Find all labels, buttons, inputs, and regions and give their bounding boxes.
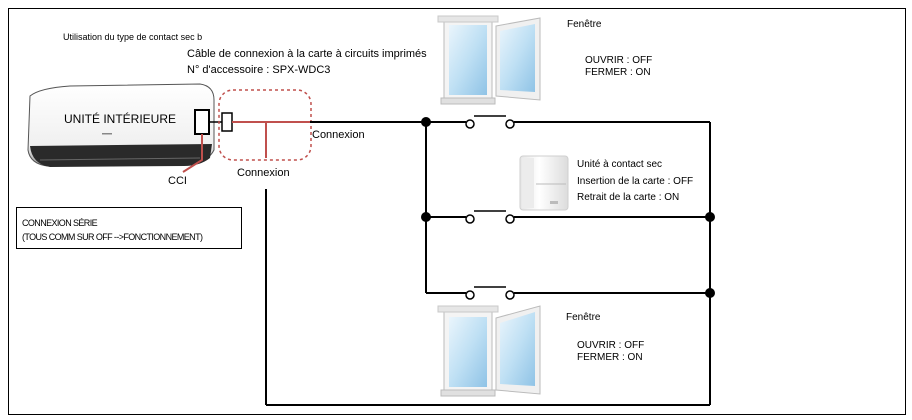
window-top-title: Fenêtre (567, 19, 602, 30)
wiring (265, 121, 711, 406)
indoor-unit-icon (27, 83, 215, 167)
dry-contact-title: Unité à contact sec (577, 159, 663, 170)
cci-connector (194, 109, 210, 135)
note-line-2: (TOUS COMM SUR OFF -->FONCTIONNEMENT) (22, 232, 203, 242)
cable-plug (221, 112, 233, 132)
connexion-label-bottom: Connexion (237, 167, 290, 179)
window-top-open: OUVRIR : OFF (585, 55, 653, 66)
dry-contact-unit-icon (519, 155, 569, 211)
cci-pointer (182, 134, 203, 173)
accessory-number-label: N° d'accessoire : SPX-WDC3 (187, 64, 331, 76)
window-bottom-close: FERMER : ON (577, 352, 643, 363)
switch-top (465, 115, 515, 129)
window-bottom-open: OUVRIR : OFF (577, 340, 645, 351)
cable-label: Câble de connexion à la carte à circuits… (187, 48, 427, 60)
connexion-label-right: Connexion (312, 129, 365, 141)
switch-bottom (465, 286, 515, 300)
diagram-title: Utilisation du type de contact sec b (63, 32, 203, 42)
window-top-icon (437, 15, 541, 105)
window-top-close: FERMER : ON (585, 67, 651, 78)
note-line-1: CONNEXION SÉRIE (22, 218, 98, 228)
diagram-frame (8, 8, 906, 415)
series-connection-note: CONNEXION SÉRIE (TOUS COMM SUR OFF -->FO… (16, 207, 242, 249)
dry-contact-insert: Insertion de la carte : OFF (577, 176, 694, 187)
indoor-unit-label: UNITÉ INTÉRIEURE (64, 112, 177, 126)
accessory-cable-outline (218, 89, 312, 161)
window-bottom-icon (437, 305, 541, 397)
window-bottom-title: Fenêtre (566, 312, 601, 323)
cci-label: CCI (168, 175, 187, 187)
switch-middle (465, 210, 515, 224)
dry-contact-remove: Retrait de la carte : ON (577, 192, 680, 203)
junctions (421, 117, 715, 298)
